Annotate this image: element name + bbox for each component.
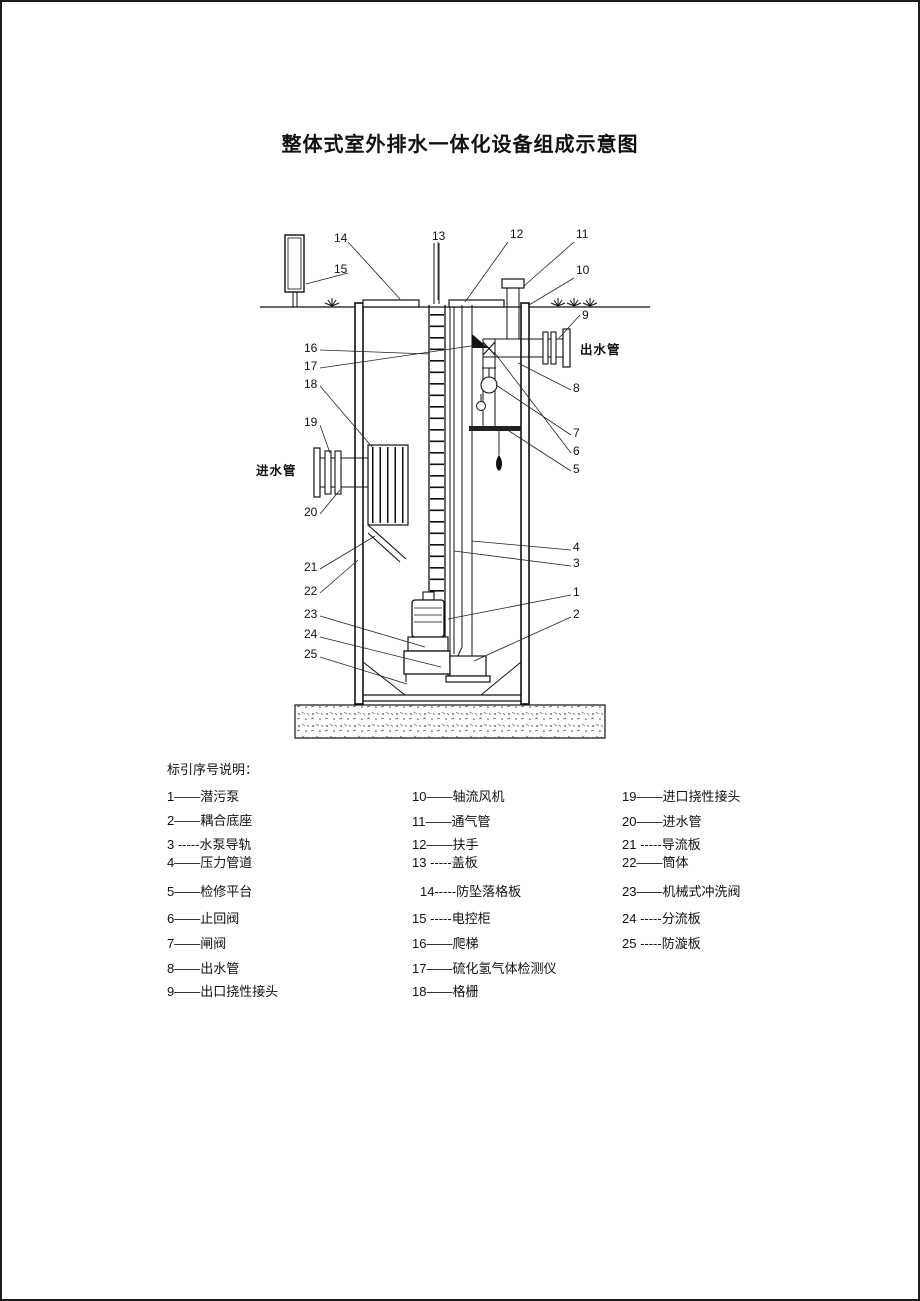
legend-item-3: 3 -----水泵导轨 <box>167 837 252 852</box>
control-cabinet <box>284 234 305 307</box>
legend-item-23: 23——机械式冲洗阀 <box>622 884 741 899</box>
callout-16: 16 <box>304 341 318 355</box>
pump-guide-rails <box>449 307 455 654</box>
legend-item-13: 13 -----盖板 <box>412 855 478 870</box>
callout-15: 15 <box>334 262 348 276</box>
callout-12: 12 <box>510 227 524 241</box>
outlet-pipe-label: 出水管 <box>580 343 621 357</box>
legend-item-8: 8——出水管 <box>167 961 240 976</box>
legend-item-4: 4——压力管道 <box>167 855 253 870</box>
legend-item-17: 17——硫化氢气体检测仪 <box>412 961 557 976</box>
outlet-pipe-assembly <box>472 328 571 427</box>
schematic-drawing <box>260 234 650 739</box>
callout-21: 21 <box>304 560 318 574</box>
inlet-pipe-label: 进水管 <box>256 464 297 478</box>
callout-19: 19 <box>304 415 318 429</box>
callout-23: 23 <box>304 607 318 621</box>
submersible-pump <box>403 591 451 682</box>
callout-20: 20 <box>304 505 318 519</box>
callout-4: 4 <box>573 540 580 554</box>
legend-item-25: 25 -----防漩板 <box>622 936 701 951</box>
legend-item-11: 11——通气管 <box>412 814 491 829</box>
legend-item-14: 14-----防坠落格板 <box>420 884 522 899</box>
page-title: 整体式室外排水一体化设备组成示意图 <box>281 134 639 156</box>
callout-1: 1 <box>573 585 580 599</box>
leader-lines <box>305 241 581 685</box>
callout-24: 24 <box>304 627 318 641</box>
legend-item-19: 19——进口挠性接头 <box>622 789 741 804</box>
service-platform <box>469 426 521 471</box>
coupling-base <box>445 655 491 683</box>
legend-item-18: 18——格栅 <box>412 984 479 999</box>
legend-item-21: 21 -----导流板 <box>622 837 701 852</box>
legend-item-20: 20——进水管 <box>622 814 702 829</box>
callout-18: 18 <box>304 377 318 391</box>
callout-14: 14 <box>334 231 348 245</box>
legend-item-2: 2——耦合底座 <box>167 813 253 828</box>
legend-item-5: 5——检修平台 <box>167 884 253 899</box>
legend-item-24: 24 -----分流板 <box>622 911 701 926</box>
callout-17: 17 <box>304 359 318 373</box>
callout-10: 10 <box>576 263 590 277</box>
legend-item-6: 6——止回阀 <box>167 911 240 926</box>
concrete-foundation <box>294 704 606 739</box>
schematic-area: 14 15 13 12 11 10 9 8 7 6 5 4 3 1 2 16 1… <box>2 227 918 767</box>
callout-8: 8 <box>573 381 580 395</box>
legend-item-9: 9——出口挠性接头 <box>167 984 279 999</box>
legend-item-15: 15 -----电控柜 <box>412 911 491 926</box>
legend-item-22: 22——筒体 <box>622 855 689 870</box>
tank-shell <box>354 302 530 705</box>
vent-pipe <box>501 278 525 339</box>
callout-3: 3 <box>573 556 580 570</box>
callout-25: 25 <box>304 647 318 661</box>
callout-9: 9 <box>582 308 589 322</box>
callout-22: 22 <box>304 584 318 598</box>
legend-heading: 标引序号说明： <box>167 762 259 777</box>
legend-item-10: 10——轴流风机 <box>412 789 505 804</box>
pressure-pipe <box>455 305 473 661</box>
cover-plates <box>362 243 505 308</box>
legend-item-12: 12——扶手 <box>412 837 479 852</box>
legend-item-16: 16——爬梯 <box>412 936 479 951</box>
legend-item-7: 7——闸阀 <box>167 936 227 951</box>
callout-2: 2 <box>573 607 580 621</box>
callout-11: 11 <box>576 227 589 241</box>
callout-5: 5 <box>573 462 580 476</box>
inlet-pipe-assembly <box>313 444 409 563</box>
callout-13: 13 <box>432 229 446 243</box>
legend-item-1: 1——潜污泵 <box>167 789 240 804</box>
callout-7: 7 <box>573 426 580 440</box>
callout-6: 6 <box>573 444 580 458</box>
